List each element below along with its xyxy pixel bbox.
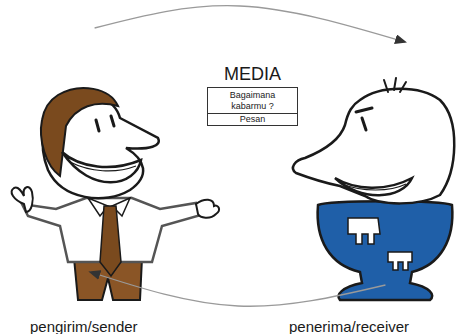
sender-eyes [96,116,114,131]
media-node: MEDIABagaimana kabarmu ?Pesan [205,63,300,126]
receiver-eye [356,108,372,130]
sender-teeth [70,162,136,171]
sender-mouth [62,152,141,182]
figure-node: penerima/receiver [280,42,465,285]
figure-node: pengirim/sender [0,28,215,272]
sender-right-hand [196,200,219,218]
media-heading: MEDIA [205,63,300,87]
receiver-hair [384,78,406,92]
message-box: Bagaimana kabarmu ?Pesan [207,87,298,126]
receiver-hand [388,252,412,270]
message-text: Bagaimana kabarmu ? [208,88,297,114]
flow-arc [95,6,405,42]
receiver-teeth [342,184,406,190]
message-text: Pesan [208,114,297,125]
sender-tie [100,206,121,276]
receiver-face [293,89,454,204]
flow-arc [90,272,385,306]
figure-label: penerima/receiver [289,318,409,334]
receiver-hand [348,218,380,244]
sender-left-hand [12,187,33,212]
figure-label: pengirim/sender [30,318,138,334]
receiver-mouth [335,178,412,195]
